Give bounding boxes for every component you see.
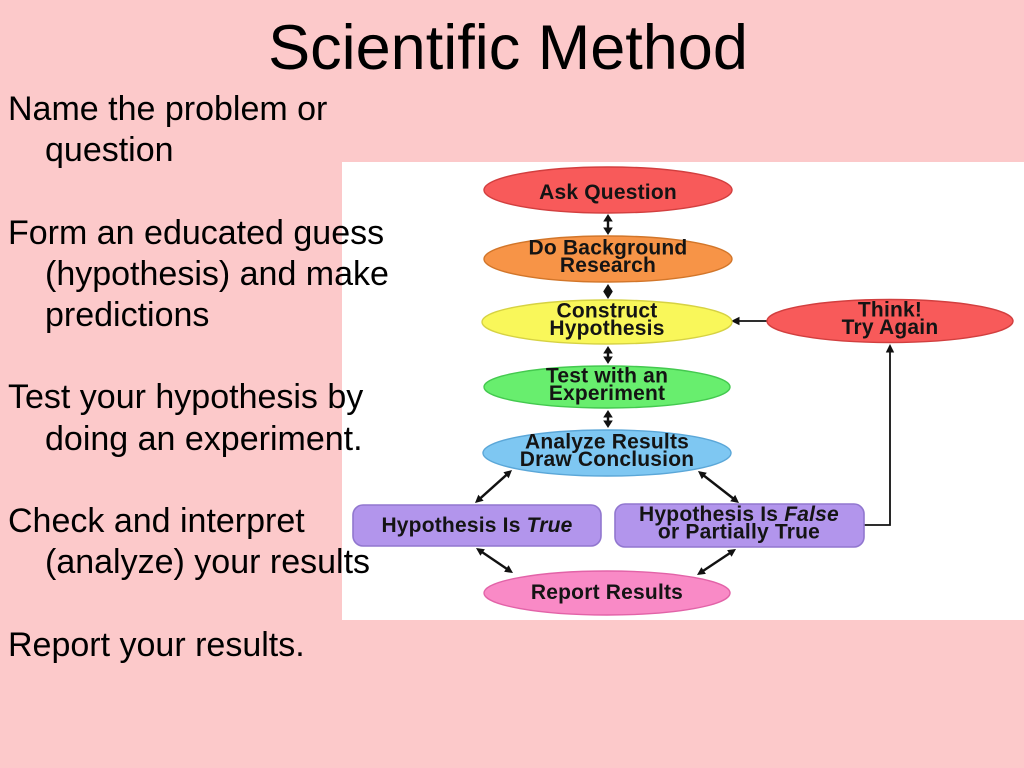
svg-text:Analyze Results: Analyze Results bbox=[525, 431, 689, 454]
svg-text:Think!: Think! bbox=[858, 299, 922, 322]
svg-text:Ask Question: Ask Question bbox=[539, 181, 677, 204]
svg-text:or Partially True: or Partially True bbox=[658, 521, 820, 544]
svg-text:Test with an: Test with an bbox=[546, 365, 668, 388]
svg-text:Experiment: Experiment bbox=[549, 382, 665, 405]
svg-text:Draw Conclusion: Draw Conclusion bbox=[520, 448, 695, 471]
svg-text:Hypothesis Is False: Hypothesis Is False bbox=[639, 503, 839, 526]
svg-text:Report Results: Report Results bbox=[531, 581, 683, 604]
svg-text:Hypothesis Is True: Hypothesis Is True bbox=[381, 514, 572, 537]
svg-text:Construct: Construct bbox=[557, 300, 658, 323]
svg-text:Research: Research bbox=[560, 254, 656, 277]
svg-text:Try Again: Try Again bbox=[842, 316, 939, 339]
svg-text:Do Background: Do Background bbox=[529, 237, 688, 260]
svg-text:Hypothesis: Hypothesis bbox=[549, 317, 664, 340]
